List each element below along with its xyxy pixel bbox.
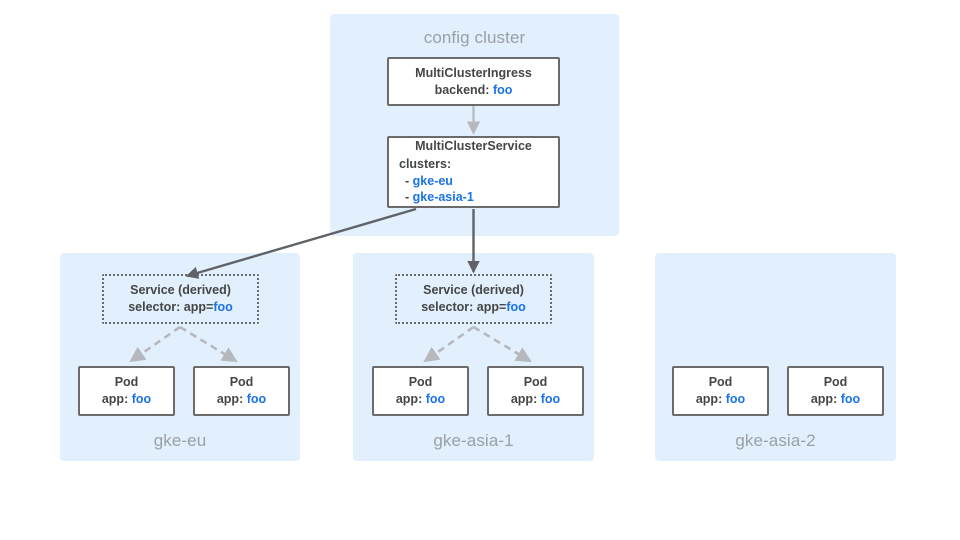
pod-title: Pod bbox=[408, 375, 433, 390]
pod-title: Pod bbox=[229, 375, 254, 390]
derived-service-selector-value: foo bbox=[213, 300, 233, 314]
pod-label-row: app: foo bbox=[396, 391, 445, 408]
pod-box[interactable]: Pod app: foo bbox=[372, 366, 469, 416]
multiclusteringress-backend-value: foo bbox=[492, 82, 513, 97]
derived-service-title: Service (derived) bbox=[130, 282, 231, 297]
pod-title: Pod bbox=[708, 375, 733, 390]
pod-app-label: app: bbox=[810, 392, 838, 406]
derived-service-selector-label: selector: app= bbox=[128, 300, 214, 314]
derived-service-selector-label: selector: app= bbox=[421, 300, 507, 314]
pod-label-row: app: foo bbox=[102, 391, 151, 408]
pod-box[interactable]: Pod app: foo bbox=[193, 366, 290, 416]
list-bullet: - bbox=[405, 190, 410, 205]
pod-box[interactable]: Pod app: foo bbox=[787, 366, 884, 416]
pod-app-value: foo bbox=[840, 392, 861, 406]
multiclusteringress-backend-row: backend: foo bbox=[389, 82, 558, 99]
config-cluster-label: config cluster bbox=[423, 28, 526, 47]
pod-label-row: app: foo bbox=[696, 391, 745, 408]
multiclusterservice-cluster-name: gke-asia-1 bbox=[412, 190, 474, 205]
derived-service-selector-row: selector: app=foo bbox=[128, 299, 233, 316]
multiclusterservice-cluster-name: gke-eu bbox=[412, 173, 453, 188]
pod-box[interactable]: Pod app: foo bbox=[78, 366, 175, 416]
cluster-panel-gke-asia-2: gke-asia-2 bbox=[655, 253, 896, 461]
pod-app-label: app: bbox=[101, 392, 129, 406]
multiclusteringress-box[interactable]: MultiClusterIngress backend: foo bbox=[387, 57, 560, 106]
derived-service-box-gke-eu[interactable]: Service (derived) selector: app=foo bbox=[102, 274, 259, 324]
derived-service-selector-row: selector: app=foo bbox=[421, 299, 526, 316]
pod-label-row: app: foo bbox=[511, 391, 560, 408]
pod-app-label: app: bbox=[510, 392, 538, 406]
list-bullet: - bbox=[405, 173, 410, 188]
pod-app-value: foo bbox=[246, 392, 267, 406]
cluster-panel-gke-asia-1: gke-asia-1 bbox=[353, 253, 594, 461]
cluster-label-gke-asia-2: gke-asia-2 bbox=[735, 431, 816, 450]
pod-title: Pod bbox=[523, 375, 548, 390]
derived-service-box-gke-asia-1[interactable]: Service (derived) selector: app=foo bbox=[395, 274, 552, 324]
cluster-label-gke-eu: gke-eu bbox=[153, 431, 207, 450]
pod-label-row: app: foo bbox=[811, 391, 860, 408]
derived-service-selector-value: foo bbox=[506, 300, 526, 314]
pod-app-label: app: bbox=[395, 392, 423, 406]
pod-label-row: app: foo bbox=[217, 391, 266, 408]
pod-title: Pod bbox=[114, 375, 139, 390]
cluster-label-gke-asia-1: gke-asia-1 bbox=[433, 431, 514, 450]
multiclusteringress-kind: MultiClusterIngress bbox=[415, 65, 532, 80]
multiclusterservice-cluster-item: - gke-eu bbox=[389, 173, 558, 190]
pod-app-value: foo bbox=[540, 392, 561, 406]
pod-box[interactable]: Pod app: foo bbox=[487, 366, 584, 416]
multiclusterservice-kind: MultiClusterService bbox=[415, 139, 532, 154]
multiclusterservice-cluster-item: - gke-asia-1 bbox=[389, 189, 558, 206]
pod-box[interactable]: Pod app: foo bbox=[672, 366, 769, 416]
pod-app-label: app: bbox=[695, 392, 723, 406]
multiclusteringress-backend-label: backend: bbox=[434, 82, 490, 97]
pod-title: Pod bbox=[823, 375, 848, 390]
pod-app-value: foo bbox=[725, 392, 746, 406]
multiclusterservice-box[interactable]: MultiClusterService clusters: - gke-eu -… bbox=[387, 136, 560, 208]
pod-app-value: foo bbox=[131, 392, 152, 406]
multiclusterservice-clusters-label: clusters: bbox=[399, 156, 452, 171]
derived-service-title: Service (derived) bbox=[423, 282, 524, 297]
pod-app-label: app: bbox=[216, 392, 244, 406]
pod-app-value: foo bbox=[425, 392, 446, 406]
